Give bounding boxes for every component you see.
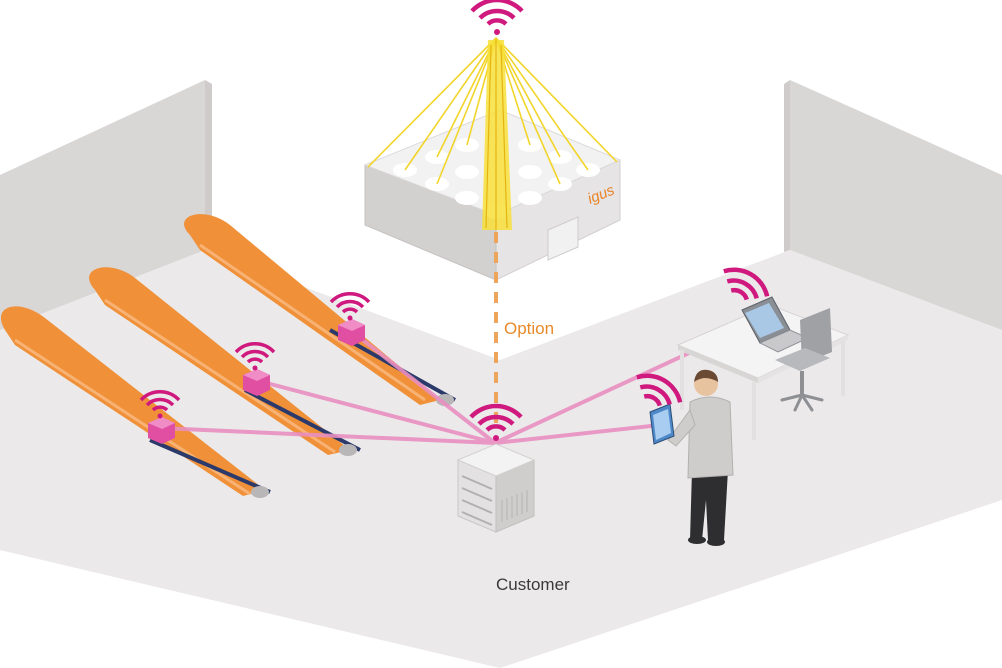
building-door	[547, 216, 579, 261]
sensor-3	[338, 319, 365, 346]
laptop	[741, 296, 810, 353]
wifi-icon	[470, 0, 524, 35]
energy-chain-1	[0, 306, 271, 498]
wifi-icon	[469, 403, 523, 441]
customer-label: Customer	[496, 575, 570, 594]
right-wall	[790, 80, 1002, 330]
tablet-user	[649, 369, 734, 546]
right-wall-edge	[784, 80, 790, 252]
left-wall	[0, 80, 205, 330]
gateway-server	[456, 443, 536, 533]
sensor-2	[243, 369, 270, 396]
person-torso	[687, 396, 734, 479]
left-wall-edge	[205, 80, 212, 252]
beam-core-stripes	[485, 40, 508, 230]
wifi-icon	[329, 292, 371, 321]
person-legs	[690, 470, 728, 540]
option-label: Option	[504, 319, 554, 338]
server-top	[456, 443, 536, 477]
wifi-icon	[139, 390, 181, 419]
sensor-1	[148, 417, 175, 444]
wifi-icon	[234, 342, 276, 371]
office-chair	[775, 308, 832, 412]
wifi-icon	[636, 373, 683, 407]
wifi-icon	[723, 267, 770, 301]
energy-chain-2	[89, 267, 361, 456]
person-arm	[667, 408, 696, 447]
